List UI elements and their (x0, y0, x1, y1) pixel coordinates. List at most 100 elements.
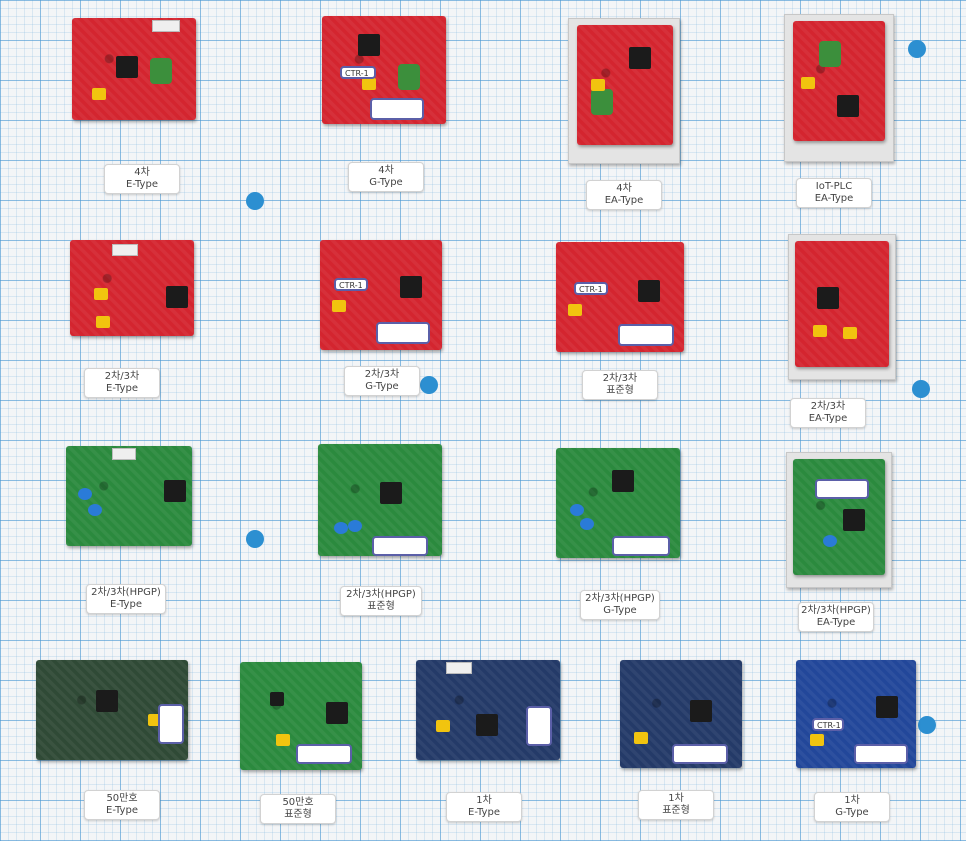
chip (629, 47, 651, 69)
note-sticker (370, 98, 424, 120)
capacitor (276, 734, 290, 746)
note-sticker (612, 536, 670, 556)
capacitor (823, 535, 837, 547)
pcb-board-r4c5: CTR-1 (796, 660, 916, 768)
coil (398, 64, 420, 90)
capacitor (591, 79, 605, 91)
chip (690, 700, 712, 722)
capacitor (634, 732, 648, 744)
watermark-logo-2 (912, 380, 930, 398)
chip (843, 509, 865, 531)
chip (358, 34, 380, 56)
watermark-logo-4 (420, 376, 438, 394)
capacitor (332, 300, 346, 312)
chip (166, 286, 188, 308)
chip (116, 56, 138, 78)
capacitor (96, 316, 110, 328)
pcb-board-r4c1 (36, 660, 188, 760)
chip (638, 280, 660, 302)
note-sticker (815, 479, 869, 499)
pcb-case-r1c3 (568, 18, 680, 164)
pcb-board-r1c3 (577, 25, 673, 145)
chip (400, 276, 422, 298)
note-sticker (618, 324, 674, 346)
note-sticker (372, 536, 428, 556)
ctr-sticker: CTR-1 (334, 278, 368, 291)
note-sticker (672, 744, 728, 764)
watermark-logo-5 (246, 530, 264, 548)
pcb-case-r1c4 (784, 14, 894, 162)
chip (270, 692, 284, 706)
connector (152, 20, 180, 32)
capacitor (813, 325, 827, 337)
capacitor (88, 504, 102, 516)
note-sticker (854, 744, 908, 764)
pcb-case-r2c4 (788, 234, 896, 380)
chip (380, 482, 402, 504)
chip (476, 714, 498, 736)
pcb-board-r2c1 (70, 240, 194, 336)
watermark-logo-6 (918, 716, 936, 734)
capacitor (843, 327, 857, 339)
chip (876, 696, 898, 718)
connector (446, 662, 472, 674)
capacitor (570, 504, 584, 516)
pcb-case-r3c4 (786, 452, 892, 588)
chip (164, 480, 186, 502)
capacitor (94, 288, 108, 300)
note-sticker (376, 322, 430, 344)
pcb-board-r3c2 (318, 444, 442, 556)
connector (112, 448, 136, 460)
chip (817, 287, 839, 309)
pcb-board-r3c4 (793, 459, 885, 575)
pcb-board-r2c2: CTR-1 (320, 240, 442, 350)
chip (837, 95, 859, 117)
coil (819, 41, 841, 67)
capacitor (436, 720, 450, 732)
capacitor (78, 488, 92, 500)
label-r3c2: 2차/3차(HPGP)표준형 (340, 586, 422, 616)
coil (150, 58, 172, 84)
chip (96, 690, 118, 712)
pcb-board-r4c4 (620, 660, 742, 768)
ctr-sticker: CTR-1 (574, 282, 608, 295)
chip (326, 702, 348, 724)
pcb-board-r1c1 (72, 18, 196, 120)
watermark-logo-1 (908, 40, 926, 58)
capacitor (92, 88, 106, 100)
pcb-board-r2c3: CTR-1 (556, 242, 684, 352)
pcb-board-r1c4 (793, 21, 885, 141)
capacitor (801, 77, 815, 89)
connector (112, 244, 138, 256)
pcb-board-r3c3 (556, 448, 680, 558)
coil (591, 89, 613, 115)
capacitor (334, 522, 348, 534)
pcb-board-r3c1 (66, 446, 192, 546)
capacitor (362, 78, 376, 90)
label-r3c1: 2차/3차(HPGP)E-Type (86, 584, 166, 614)
note-sticker (526, 706, 552, 746)
pcb-board-r1c2: CTR-1 (322, 16, 446, 124)
chip (612, 470, 634, 492)
note-sticker (158, 704, 184, 744)
watermark-logo-3 (246, 192, 264, 210)
capacitor (580, 518, 594, 530)
pcb-board-r4c3 (416, 660, 560, 760)
label-r3c4: 2차/3차(HPGP)EA-Type (798, 602, 874, 632)
ctr-sticker: CTR-1 (340, 66, 376, 79)
ctr-sticker: CTR-1 (812, 718, 844, 731)
capacitor (568, 304, 582, 316)
label-r3c3: 2차/3차(HPGP)G-Type (580, 590, 660, 620)
pcb-board-r4c2 (240, 662, 362, 770)
